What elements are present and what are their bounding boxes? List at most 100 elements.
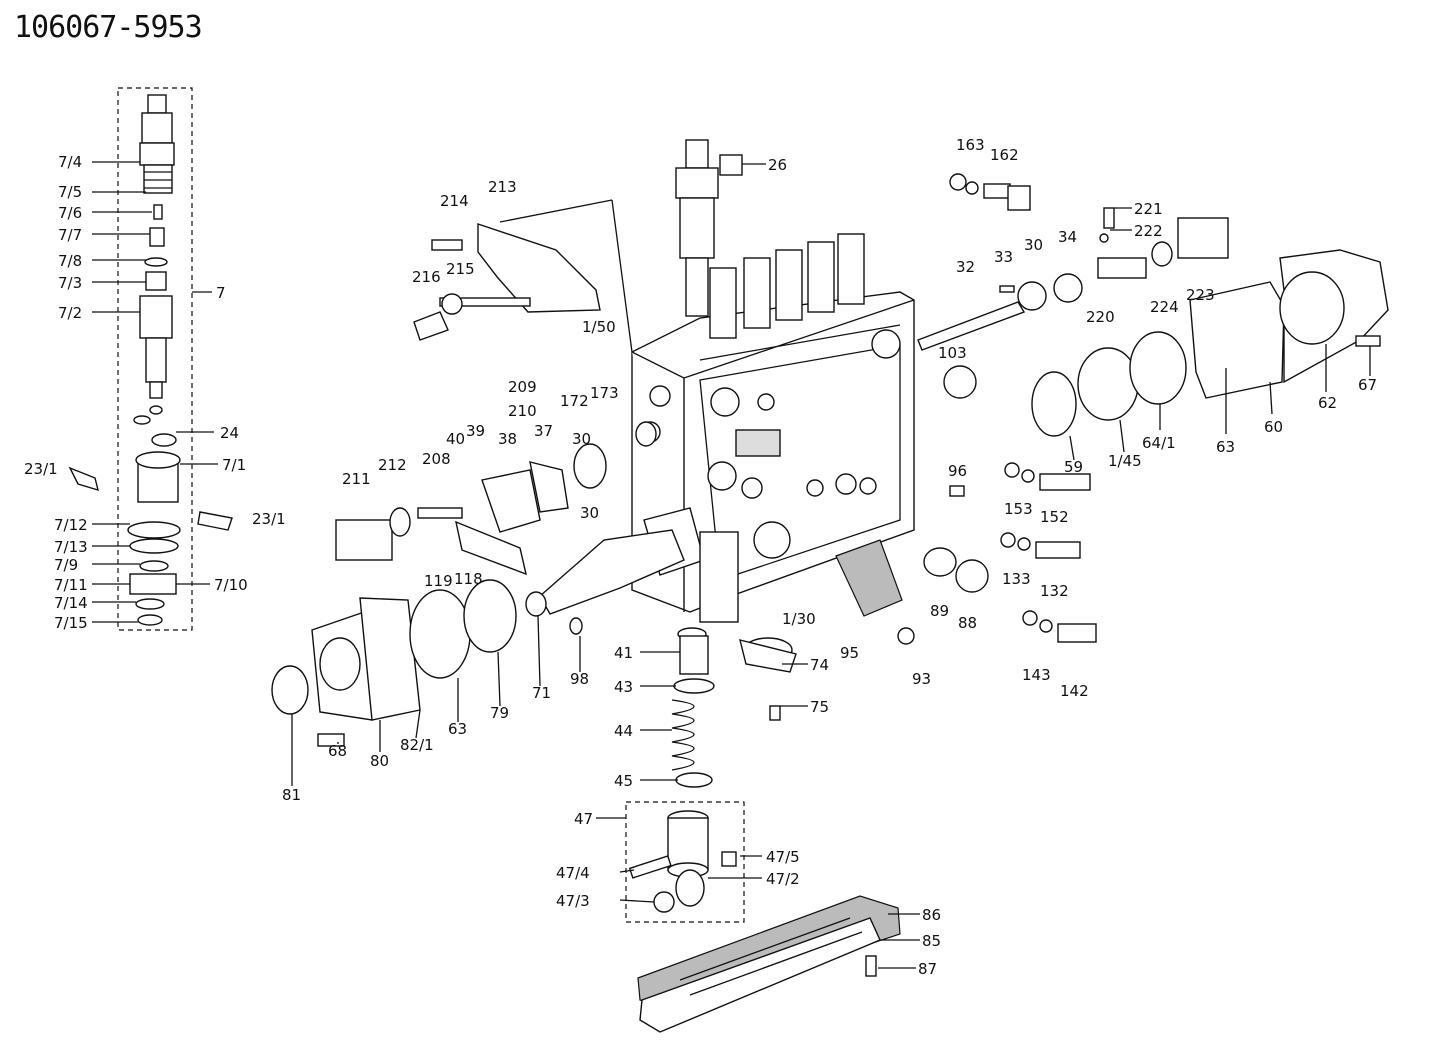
label-119: 119 xyxy=(424,572,453,590)
label-7-5: 7/5 xyxy=(58,183,82,201)
label-47-5: 47/5 xyxy=(766,848,800,866)
bottom-cover-plates xyxy=(637,895,901,1033)
label-213: 213 xyxy=(488,178,517,196)
plunger-elements xyxy=(675,139,865,339)
label-47-2: 47/2 xyxy=(766,870,800,888)
label-1-30: 1/30 xyxy=(782,610,816,628)
label-32: 32 xyxy=(956,258,975,276)
label-63-right: 63 xyxy=(1216,438,1235,456)
label-30-top: 30 xyxy=(1024,236,1043,254)
governor-side-parts xyxy=(917,173,1389,643)
label-214: 214 xyxy=(440,192,469,210)
label-212: 212 xyxy=(378,456,407,474)
label-153: 153 xyxy=(1004,500,1033,518)
label-30-low: 30 xyxy=(580,504,599,522)
bracket-213 xyxy=(413,199,633,353)
label-30-mid: 30 xyxy=(572,430,591,448)
label-23-1-right: 23/1 xyxy=(252,510,286,528)
label-87: 87 xyxy=(918,960,937,978)
label-75: 75 xyxy=(810,698,829,716)
label-33: 33 xyxy=(994,248,1013,266)
label-47: 47 xyxy=(574,810,593,828)
label-44: 44 xyxy=(614,722,633,740)
label-38: 38 xyxy=(498,430,517,448)
label-162: 162 xyxy=(990,146,1019,164)
label-211: 211 xyxy=(342,470,371,488)
label-7-11: 7/11 xyxy=(54,576,88,594)
label-7-1: 7/1 xyxy=(222,456,246,474)
label-85: 85 xyxy=(922,932,941,950)
label-47-4: 47/4 xyxy=(556,864,590,882)
label-34: 34 xyxy=(1058,228,1077,246)
label-67: 67 xyxy=(1358,376,1377,394)
label-71: 71 xyxy=(532,684,551,702)
label-7-14: 7/14 xyxy=(54,594,88,612)
label-45: 45 xyxy=(614,772,633,790)
label-209: 209 xyxy=(508,378,537,396)
label-60: 60 xyxy=(1264,418,1283,436)
label-95: 95 xyxy=(840,644,859,662)
label-152: 152 xyxy=(1040,508,1069,526)
label-41: 41 xyxy=(614,644,633,662)
label-63-left: 63 xyxy=(448,720,467,738)
label-7-4: 7/4 xyxy=(58,153,82,171)
label-68: 68 xyxy=(328,742,347,760)
label-224: 224 xyxy=(1150,298,1179,316)
label-173: 173 xyxy=(590,384,619,402)
label-1-45: 1/45 xyxy=(1108,452,1142,470)
label-220: 220 xyxy=(1086,308,1115,326)
label-7-3: 7/3 xyxy=(58,274,82,292)
label-74: 74 xyxy=(810,656,829,674)
label-88: 88 xyxy=(958,614,977,632)
label-143: 143 xyxy=(1022,666,1051,684)
tappet-parts-47 xyxy=(628,810,737,913)
label-7-10: 7/10 xyxy=(214,576,248,594)
label-7-7: 7/7 xyxy=(58,226,82,244)
part-labels: 7/4 7/5 7/6 7/7 7/8 7/3 7/2 7 24 23/1 7/… xyxy=(24,136,1377,978)
label-98: 98 xyxy=(570,670,589,688)
label-210: 210 xyxy=(508,402,537,420)
label-37: 37 xyxy=(534,422,553,440)
label-79: 79 xyxy=(490,704,509,722)
label-221: 221 xyxy=(1134,200,1163,218)
label-43: 43 xyxy=(614,678,633,696)
label-172: 172 xyxy=(560,392,589,410)
label-7: 7 xyxy=(216,284,226,302)
label-59: 59 xyxy=(1064,458,1083,476)
label-1-50: 1/50 xyxy=(582,318,616,336)
label-89: 89 xyxy=(930,602,949,620)
label-7-15: 7/15 xyxy=(54,614,88,632)
label-24: 24 xyxy=(220,424,239,442)
label-96: 96 xyxy=(948,462,967,480)
label-86: 86 xyxy=(922,906,941,924)
drive-end-parts xyxy=(271,421,685,747)
label-23-1-left: 23/1 xyxy=(24,460,58,478)
label-47-3: 47/3 xyxy=(556,892,590,910)
valve-assembly-group-box xyxy=(117,87,193,631)
label-39: 39 xyxy=(466,422,485,440)
label-103: 103 xyxy=(938,344,967,362)
label-82-1: 82/1 xyxy=(400,736,434,754)
label-7-9: 7/9 xyxy=(54,556,78,574)
label-133: 133 xyxy=(1002,570,1031,588)
label-163: 163 xyxy=(956,136,985,154)
label-62: 62 xyxy=(1318,394,1337,412)
label-81: 81 xyxy=(282,786,301,804)
diagram-title: 106067-5953 xyxy=(14,10,203,45)
label-7-2: 7/2 xyxy=(58,304,82,322)
label-222: 222 xyxy=(1134,222,1163,240)
label-80: 80 xyxy=(370,752,389,770)
label-208: 208 xyxy=(422,450,451,468)
label-40: 40 xyxy=(446,430,465,448)
label-215: 215 xyxy=(446,260,475,278)
leader-lines xyxy=(92,161,1371,969)
tappet-assembly xyxy=(671,539,915,788)
label-7-6: 7/6 xyxy=(58,204,82,222)
label-7-12: 7/12 xyxy=(54,516,88,534)
label-7-13: 7/13 xyxy=(54,538,88,556)
label-118: 118 xyxy=(454,570,483,588)
label-132: 132 xyxy=(1040,582,1069,600)
label-142: 142 xyxy=(1060,682,1089,700)
label-216: 216 xyxy=(412,268,441,286)
